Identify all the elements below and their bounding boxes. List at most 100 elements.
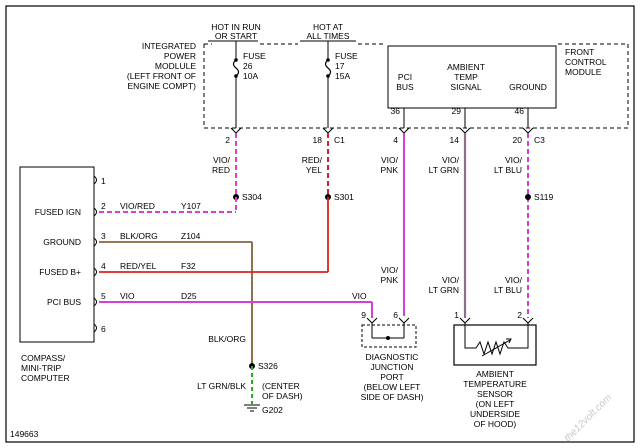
compass-ground: GROUND bbox=[43, 237, 81, 247]
fcm-amb-label-3: SIGNAL bbox=[450, 82, 481, 92]
diagram-frame bbox=[5, 5, 635, 443]
wire2-label-a: RED/ bbox=[302, 155, 323, 165]
conn-c3: C3 bbox=[534, 135, 545, 145]
wire8-label-b: LT BLU bbox=[494, 285, 522, 295]
fcm-label-3: MODULE bbox=[565, 67, 602, 77]
conn-pin-14: 14 bbox=[450, 135, 460, 145]
hot-run-label-2: OR START bbox=[215, 31, 257, 41]
ipm-box bbox=[203, 43, 629, 129]
wire5-label-a: VIO/ bbox=[505, 155, 523, 165]
fcm-pin-36: 36 bbox=[391, 106, 401, 116]
wire-lt-grn-blk-label: LT GRN/BLK bbox=[197, 381, 246, 391]
thermistor-arrow bbox=[481, 339, 511, 357]
wire4-label-b: LT GRN bbox=[429, 165, 459, 175]
wire-d25-color: VIO bbox=[120, 291, 135, 301]
ats-label-5: UNDERSIDE bbox=[470, 409, 520, 419]
splice-s119 bbox=[525, 194, 531, 200]
fuse17-label-1: FUSE bbox=[335, 51, 358, 61]
wire3-label-b: PNK bbox=[381, 165, 399, 175]
wire-f32-code: F32 bbox=[181, 261, 196, 271]
compass-fused-ign: FUSED IGN bbox=[35, 207, 81, 217]
hot-all-label-2: ALL TIMES bbox=[307, 31, 350, 41]
djp-internal-dot bbox=[386, 336, 390, 340]
ats-label-3: SENSOR bbox=[477, 389, 513, 399]
fcm-box bbox=[387, 45, 557, 109]
ats-label-1: AMBIENT bbox=[476, 369, 514, 379]
wire7-label-b: LT GRN bbox=[429, 285, 459, 295]
wire3-label-a: VIO/ bbox=[381, 155, 399, 165]
ambient-sensor-box bbox=[453, 324, 537, 366]
djp-pin-chevrons bbox=[366, 317, 410, 324]
wire1-label-b: RED bbox=[212, 165, 230, 175]
compass-label-2: MINI-TRIP bbox=[21, 363, 61, 373]
compass-pci-bus: PCI BUS bbox=[47, 297, 81, 307]
fcm-amb-label-2: TEMP bbox=[454, 72, 478, 82]
compass-pin-6: 6 bbox=[101, 324, 106, 334]
compass-label-1: COMPASS/ bbox=[21, 353, 66, 363]
ats-label-4: (ON LEFT bbox=[476, 399, 515, 409]
fcm-pci-label-2: BUS bbox=[396, 82, 414, 92]
djp-label-3: PORT bbox=[380, 372, 403, 382]
compass-fused-b: FUSED B+ bbox=[39, 267, 81, 277]
splice-s304-label: S304 bbox=[242, 192, 262, 202]
djp-label-5: SIDE OF DASH) bbox=[361, 392, 424, 402]
fcm-pin-46: 46 bbox=[515, 106, 525, 116]
compass-pin-3: 3 bbox=[101, 231, 106, 241]
wire-z104-color: BLK/ORG bbox=[120, 231, 158, 241]
wire-y107-color: VIO/RED bbox=[120, 201, 155, 211]
splice-s301-label: S301 bbox=[334, 192, 354, 202]
djp-pin-6: 6 bbox=[393, 310, 398, 320]
compass-pin-1: 1 bbox=[101, 176, 106, 186]
wire7-label-a: VIO/ bbox=[442, 275, 460, 285]
conn-pin-4: 4 bbox=[393, 135, 398, 145]
conn-c1: C1 bbox=[334, 135, 345, 145]
wire-d25-code: D25 bbox=[181, 291, 197, 301]
conn-pin-2: 2 bbox=[225, 135, 230, 145]
connector-top-chevrons bbox=[230, 127, 534, 134]
djp-box bbox=[361, 324, 417, 348]
conn-pin-18: 18 bbox=[313, 135, 323, 145]
wire-y107-code: Y107 bbox=[181, 201, 201, 211]
ipm-label-3: MODLULE bbox=[155, 61, 196, 71]
wire5-label-b: LT BLU bbox=[494, 165, 522, 175]
compass-pin-5: 5 bbox=[101, 291, 106, 301]
ipm-label-5: ENGINE COMPT) bbox=[128, 81, 197, 91]
fuse17-label-2: 17 bbox=[335, 61, 345, 71]
compass-pin-4: 4 bbox=[101, 261, 106, 271]
ground-g202-icon bbox=[244, 404, 260, 412]
hot-all-label-1: HOT AT bbox=[313, 22, 343, 32]
wire8-label-a: VIO/ bbox=[505, 275, 523, 285]
fuse17-dot-top bbox=[326, 58, 330, 62]
hot-run-label-1: HOT IN RUN bbox=[211, 22, 260, 32]
fcm-pin-29: 29 bbox=[452, 106, 462, 116]
compass-pin-2: 2 bbox=[101, 201, 106, 211]
djp-label-1: DIAGNOSTIC bbox=[366, 352, 419, 362]
ipm-label-2: POWER bbox=[164, 51, 196, 61]
sensor-pin-1: 1 bbox=[454, 310, 459, 320]
wire-d25-color-right: VIO bbox=[352, 291, 367, 301]
fuse26-label-1: FUSE bbox=[243, 51, 266, 61]
fuse17-icon bbox=[324, 59, 332, 77]
wire4-label-a: VIO/ bbox=[442, 155, 460, 165]
figure-number: 149663 bbox=[10, 429, 39, 439]
compass-label-3: COMPUTER bbox=[21, 373, 70, 383]
wire1-label-a: VIO/ bbox=[213, 155, 231, 165]
fcm-pin-stubs bbox=[235, 76, 529, 128]
conn-pin-20: 20 bbox=[513, 135, 523, 145]
wire-f32-color: RED/YEL bbox=[120, 261, 157, 271]
wire6-label-a: VIO/ bbox=[381, 265, 399, 275]
compass-pin-brackets bbox=[93, 175, 97, 333]
fuse26-label-2: 26 bbox=[243, 61, 253, 71]
djp-label-4: (BELOW LEFT bbox=[364, 382, 421, 392]
thermistor-arrowhead bbox=[506, 338, 512, 344]
wire-z104-code: Z104 bbox=[181, 231, 201, 241]
fuse26-icon bbox=[232, 59, 240, 77]
watermark: the12volt.com bbox=[562, 392, 614, 444]
center-dash-label-2: OF DASH) bbox=[262, 391, 303, 401]
splice-s119-label: S119 bbox=[534, 192, 553, 202]
fcm-ground-label: GROUND bbox=[509, 82, 547, 92]
fuse26-label-3: 10A bbox=[243, 71, 258, 81]
splice-s326-label: S326 bbox=[258, 361, 278, 371]
fuse17-label-3: 15A bbox=[335, 71, 350, 81]
